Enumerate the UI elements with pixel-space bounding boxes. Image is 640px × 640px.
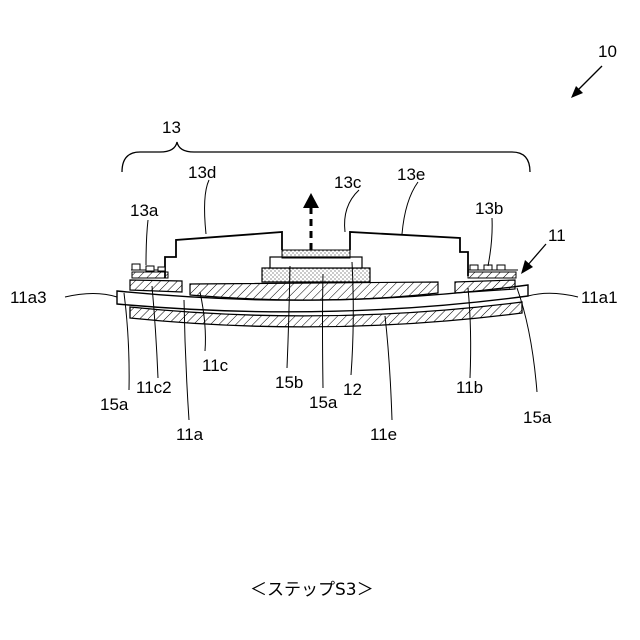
bond-15a-center [262,268,370,282]
label-11b: 11b [456,378,483,397]
pads-13a [132,264,168,278]
label-12: 12 [343,380,362,399]
label-13: 13 [162,118,181,137]
label-15b: 15b [275,373,303,392]
label-13b: 13b [475,199,503,218]
label-15a-center: 15a [309,393,338,412]
label-13c: 13c [334,173,362,192]
label-13e: 13e [397,165,425,184]
label-13a: 13a [130,201,159,220]
label-13d: 13d [188,163,216,182]
label-11: 11 [548,226,566,245]
pads-13b [468,265,516,278]
label-15a-right: 15a [523,408,552,427]
ref-arrow [571,66,602,98]
brace-13 [122,142,530,172]
label-15a-left: 15a [100,395,129,414]
label-11c: 11c [202,356,229,375]
bond-15b [282,250,350,258]
arrow-11 [521,244,546,274]
figure-caption: ＜ステップS3＞ [250,580,374,600]
ref-number-10: 10 [598,42,617,61]
element-12 [270,257,362,268]
label-11a: 11a [176,425,204,444]
label-11a1: 11a1 [581,288,618,307]
dashed-up-arrow [303,193,319,250]
label-11e: 11e [370,425,397,444]
label-11c2: 11c2 [136,378,172,397]
label-11a3: 11a3 [10,288,47,307]
pad-11c2 [130,280,182,292]
